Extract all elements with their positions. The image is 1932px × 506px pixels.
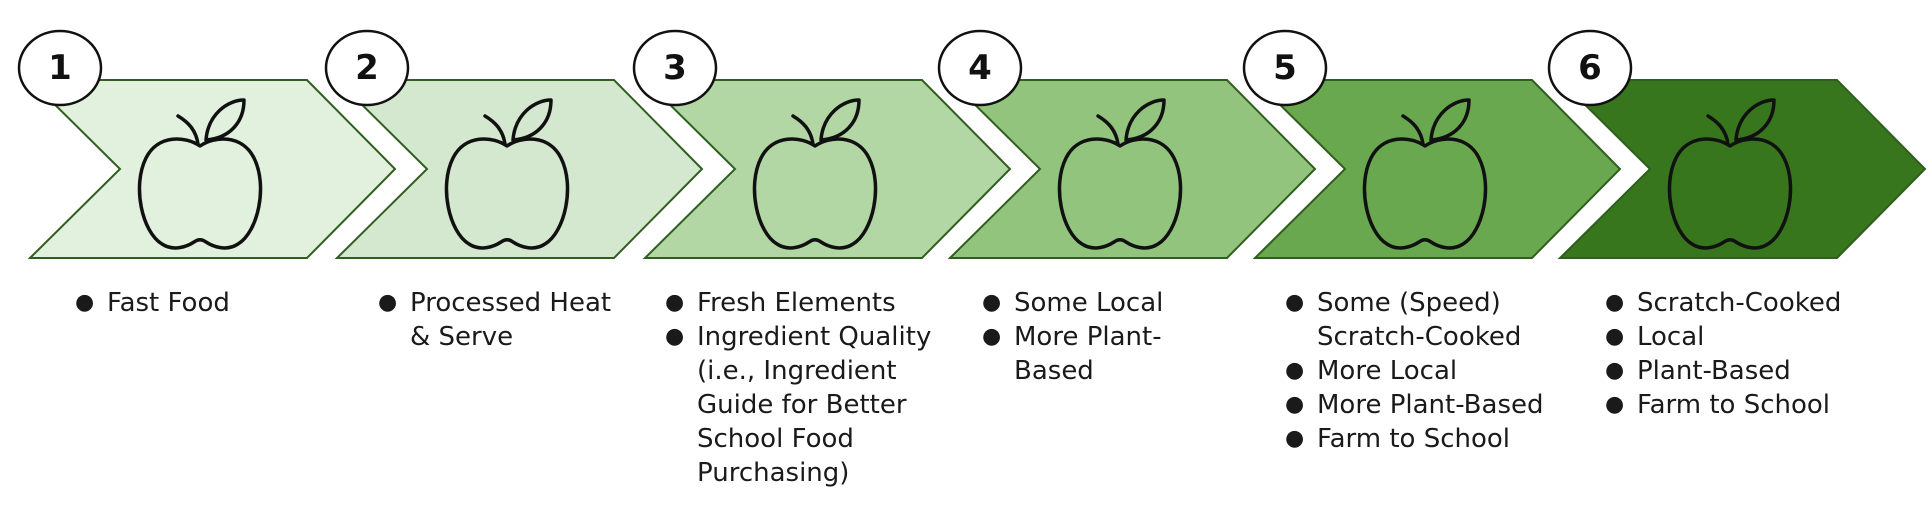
list-item: ● Some Local bbox=[980, 286, 1230, 320]
bullet-icon: ● bbox=[982, 324, 1002, 349]
list-item-text: Farm to School bbox=[1637, 390, 1831, 420]
step-badge-1: 1 bbox=[17, 29, 103, 107]
apple-icon bbox=[1057, 98, 1183, 250]
bullet-icon: ● bbox=[665, 324, 685, 349]
list-item-text: Fast Food bbox=[107, 288, 230, 318]
list-item-text: Processed Heat & Serve bbox=[410, 288, 612, 352]
apple-icon bbox=[137, 98, 263, 250]
badge-circle bbox=[17, 29, 103, 107]
step-5-list: ●Some (Speed) Scratch-Cooked●More Local●… bbox=[1283, 286, 1573, 456]
list-item-text: Ingredient Quality (i.e., Ingredient Gui… bbox=[697, 322, 932, 488]
list-item: ● Some (Speed) Scratch-Cooked bbox=[1283, 286, 1573, 354]
list-item-text: Farm to School bbox=[1317, 424, 1511, 454]
list-item: ● More Plant-Based bbox=[980, 320, 1230, 388]
step-number: 5 bbox=[1273, 48, 1297, 88]
list-item: ● Processed Heat & Serve bbox=[376, 286, 626, 354]
bullet-icon: ● bbox=[1285, 358, 1305, 383]
badge-row: 1 2 3 4 5 6 bbox=[17, 29, 1633, 107]
step-badge-4: 4 bbox=[937, 29, 1023, 107]
list-item-text: Plant-Based bbox=[1637, 356, 1791, 386]
step-2-list: ● Processed Heat & Serve bbox=[376, 286, 626, 354]
chevron-step-2 bbox=[334, 79, 704, 259]
list-item-text: More Plant-Based bbox=[1317, 390, 1544, 420]
list-item: ● Fresh Elements bbox=[663, 286, 948, 320]
list-item: ● Ingredient Quality (i.e., Ingredient Gu… bbox=[663, 320, 948, 490]
step-badge-3: 3 bbox=[632, 29, 718, 107]
apple-icon bbox=[1667, 98, 1793, 250]
step-number: 4 bbox=[968, 48, 992, 88]
bullet-icon: ● bbox=[1605, 290, 1625, 315]
apple-icon bbox=[752, 98, 878, 250]
list-item-text: Local bbox=[1637, 322, 1705, 352]
step-number: 2 bbox=[355, 48, 379, 88]
list-item: ● Scratch-Cooked bbox=[1603, 286, 1903, 320]
step-1-list: ● Fast Food bbox=[73, 286, 323, 320]
step-4-list: ● Some Local ● More Plant-Based bbox=[980, 286, 1230, 388]
list-item: ● Farm to School bbox=[1603, 388, 1903, 422]
bullet-icon: ● bbox=[1285, 392, 1305, 417]
list-item-text: More Plant-Based bbox=[1014, 322, 1162, 386]
step-3-list: ● Fresh Elements ● Ingredient Quality (i.e.… bbox=[663, 286, 948, 490]
list-item: ● More Plant-Based bbox=[1283, 388, 1573, 422]
list-item-text: More Local bbox=[1317, 356, 1458, 386]
chevron-step-1 bbox=[27, 79, 397, 259]
chevron-step-4 bbox=[947, 79, 1317, 259]
chevron-step-3 bbox=[642, 79, 1012, 259]
apple-icon bbox=[1362, 98, 1488, 250]
step-6-list: ● Scratch-Cooked ● Local ● Plant-Based ● Farm t… bbox=[1603, 286, 1903, 422]
step-badge-6: 6 bbox=[1547, 29, 1633, 107]
bullet-icon: ● bbox=[1605, 324, 1625, 349]
bullet-icon: ● bbox=[1285, 426, 1305, 451]
list-item-text: Fresh Elements bbox=[697, 288, 896, 318]
bullet-icon: ● bbox=[1605, 358, 1625, 383]
badge-circle bbox=[632, 29, 718, 107]
list-item-text: Some (Speed) Scratch-Cooked bbox=[1317, 288, 1522, 352]
bullet-icon: ● bbox=[378, 290, 398, 315]
list-item: ● Farm to School bbox=[1283, 422, 1573, 456]
badge-circle bbox=[1547, 29, 1633, 107]
bullet-icon: ● bbox=[1605, 392, 1625, 417]
badge-circle bbox=[1242, 29, 1328, 107]
bullet-icon: ● bbox=[982, 290, 1002, 315]
list-item: ● Plant-Based bbox=[1603, 354, 1903, 388]
chevron-row bbox=[27, 79, 1927, 259]
bullet-icon: ● bbox=[665, 290, 685, 315]
bullet-icon: ● bbox=[75, 290, 95, 315]
step-badge-2: 2 bbox=[324, 29, 410, 107]
list-item-text: Some Local bbox=[1014, 288, 1164, 318]
list-item: ● Fast Food bbox=[73, 286, 323, 320]
list-item: ● Local bbox=[1603, 320, 1903, 354]
list-item-text: Scratch-Cooked bbox=[1637, 288, 1842, 318]
chevron-step-5 bbox=[1252, 79, 1622, 259]
chevron-step-6 bbox=[1557, 79, 1927, 259]
step-number: 3 bbox=[663, 48, 687, 88]
list-item: ● More Local bbox=[1283, 354, 1573, 388]
apple-icon bbox=[444, 98, 570, 250]
step-number: 1 bbox=[48, 48, 72, 88]
step-number: 6 bbox=[1578, 48, 1602, 88]
badge-circle bbox=[324, 29, 410, 107]
badge-circle bbox=[937, 29, 1023, 107]
step-badge-5: 5 bbox=[1242, 29, 1328, 107]
bullet-icon: ● bbox=[1285, 290, 1305, 315]
